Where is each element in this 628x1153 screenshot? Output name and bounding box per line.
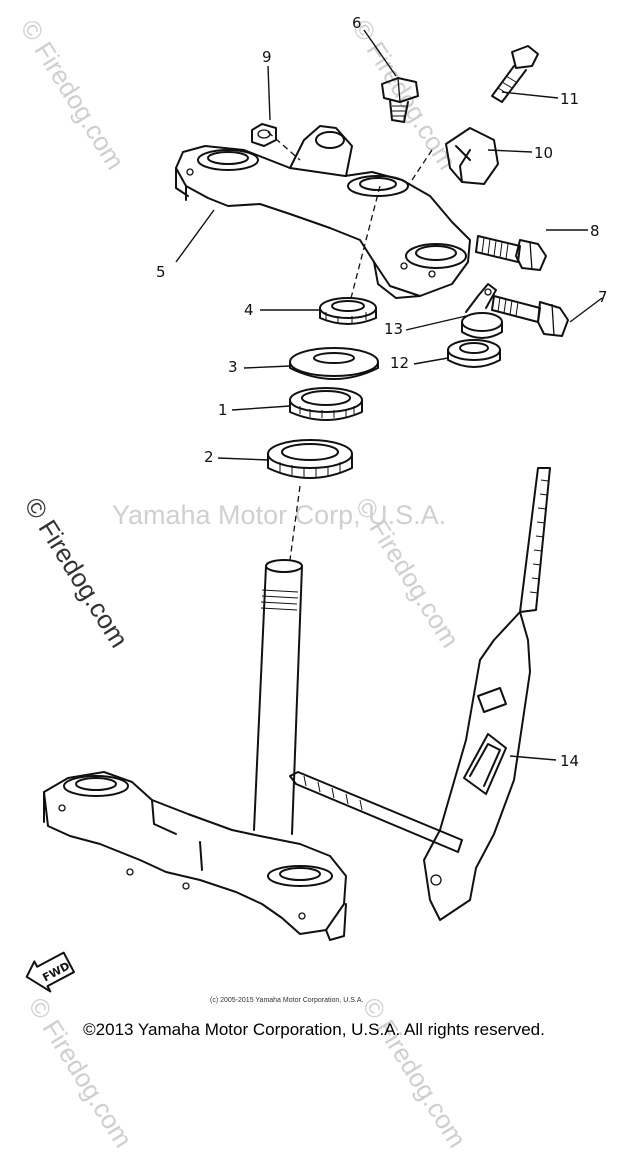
- bolt-6: [381, 77, 419, 123]
- callout-13: 13: [384, 320, 403, 338]
- steering-parts-diagram: 1 2 3 4 5 6 7 8 9 10 11 12 13 14 FWD: [25, 14, 608, 993]
- fwd-arrow-icon: FWD: [25, 951, 75, 993]
- bolt-11: [491, 45, 539, 103]
- fine-print-credit: (c) 2005-2015 Yamaha Motor Corporation, …: [210, 997, 364, 1004]
- assembly-axis-lines: [267, 131, 433, 561]
- callout-3: 3: [228, 358, 238, 376]
- copyright-footer: ©2013 Yamaha Motor Corporation, U.S.A. A…: [83, 1020, 545, 1039]
- callout-labels: 1 2 3 4 5 6 7 8 9 10 11 12 13 14: [156, 14, 608, 770]
- callout-10: 10: [534, 144, 553, 162]
- ring-nut-4: [319, 297, 377, 325]
- callout-7: 7: [598, 288, 608, 306]
- callout-12: 12: [390, 354, 409, 372]
- bearing-2: [267, 439, 353, 479]
- bolt-8: [475, 235, 547, 271]
- callout-5: 5: [156, 263, 166, 281]
- callout-4: 4: [244, 301, 254, 319]
- cable-guide-14: [289, 467, 551, 921]
- bracket-13: [461, 283, 503, 339]
- callout-9: 9: [262, 48, 272, 66]
- callout-6: 6: [352, 14, 362, 32]
- washer-12: [447, 339, 501, 368]
- callout-8: 8: [590, 222, 600, 240]
- callout-2: 2: [204, 448, 214, 466]
- callout-14: 14: [560, 752, 579, 770]
- steering-stem: [43, 559, 347, 941]
- callout-leaders: [175, 29, 603, 761]
- upper-bracket: [175, 125, 471, 299]
- race-cover-3: [289, 347, 379, 380]
- clamp-10: [445, 127, 499, 185]
- bolt-7: [491, 295, 569, 337]
- callout-11: 11: [560, 90, 579, 108]
- callout-1: 1: [218, 401, 228, 419]
- bearing-1: [289, 387, 363, 421]
